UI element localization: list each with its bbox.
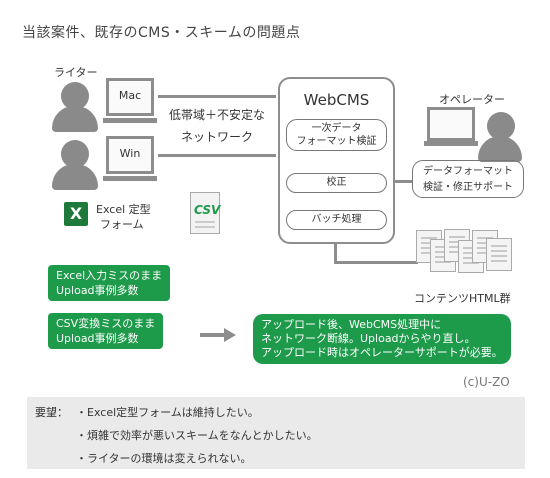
operator-computer-stand — [424, 141, 478, 146]
cms-docs-connector-v — [334, 244, 337, 264]
csv-file-icon: CSV — [190, 192, 220, 234]
excel-issue-box: Excel入力ミスのまま Upload事例多数 — [48, 265, 171, 301]
requirement-item: ・Excel定型フォームは維持したい。 — [76, 406, 259, 419]
operator-label: オペレーター — [439, 93, 505, 106]
win-computer-icon: Win — [106, 136, 154, 174]
csv-issue-box: CSV変換ミスのまま Upload事例多数 — [48, 313, 164, 349]
network-line-mac — [158, 95, 276, 98]
win-stand — [103, 176, 157, 181]
content-html-label: コンテンツHTML群 — [414, 292, 511, 305]
win-label: Win — [119, 147, 141, 160]
network-description: 低帯域＋不安定な ネットワーク — [168, 108, 265, 144]
requirements-label: 要望： — [35, 406, 68, 419]
excel-form-label: Excel 定型 フォーム — [96, 203, 151, 231]
network-line-win — [158, 154, 276, 157]
operator-support-note: データフォーマット 検証・修正サポート — [412, 160, 524, 198]
arrow-right-icon — [200, 328, 236, 342]
requirement-item: ・ライターの環境は変えられない。 — [76, 452, 252, 465]
batch-process-step: バッチ処理 — [286, 210, 387, 230]
format-check-step: 一次データ フォーマット検証 — [286, 119, 387, 151]
mac-computer-icon: Mac — [106, 78, 154, 116]
excel-icon: X — [64, 202, 88, 226]
mac-label: Mac — [118, 89, 142, 102]
credit-label: (c)U-ZO — [463, 375, 510, 389]
requirements-panel: 要望： ・Excel定型フォームは維持したい。 ・煩雑で効率が悪いスキームをなん… — [27, 397, 525, 469]
diagram-title: 当該案件、既存のCMS・スキームの問題点 — [22, 25, 301, 41]
proofread-step: 校正 — [286, 173, 387, 193]
cms-operator-connector — [395, 180, 413, 183]
writer-label: ライター — [54, 66, 98, 79]
webcms-title: WebCMS — [303, 91, 370, 109]
cms-docs-connector-h — [334, 261, 418, 264]
operator-computer-icon — [427, 107, 475, 141]
requirement-item: ・煩雑で効率が悪いスキームをなんとかしたい。 — [76, 429, 318, 442]
mac-stand — [103, 118, 157, 123]
result-issue-box: アップロード後、WebCMS処理中に ネットワーク断線。Uploadからやり直し… — [253, 314, 511, 364]
webcms-box: WebCMS 一次データ フォーマット検証 校正 バッチ処理 — [278, 77, 395, 244]
